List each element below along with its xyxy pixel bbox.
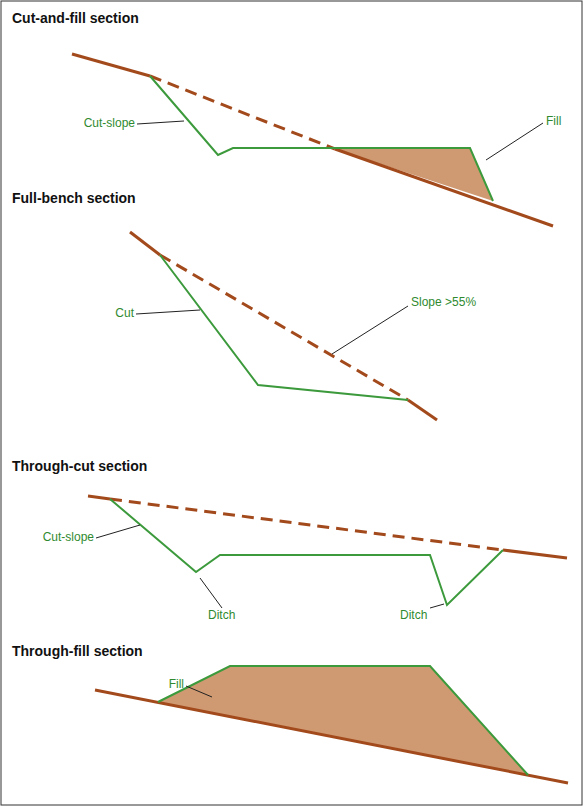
ground-line xyxy=(335,149,553,226)
ground-line xyxy=(72,54,150,76)
ground-line xyxy=(503,550,567,558)
part-label: Fill xyxy=(546,115,561,129)
leader-line xyxy=(137,121,184,124)
original-ground xyxy=(110,499,503,550)
section-title: Through-fill section xyxy=(12,643,143,659)
full-bench-figure xyxy=(130,232,437,420)
ground-line xyxy=(88,496,110,499)
part-label: Cut-slope xyxy=(43,531,94,545)
part-label: Slope >55% xyxy=(411,296,476,310)
road-profile xyxy=(160,255,408,400)
part-label: Ditch xyxy=(400,609,427,623)
leader-line xyxy=(136,310,200,314)
part-label: Fill xyxy=(169,678,184,692)
leader-line xyxy=(200,578,222,608)
section-title: Through-cut section xyxy=(12,458,147,474)
fill-area xyxy=(158,666,528,775)
part-label: Cut xyxy=(115,307,134,321)
original-ground xyxy=(150,76,335,149)
road-profile xyxy=(150,76,493,201)
part-label: Cut-slope xyxy=(84,117,135,131)
road-profile xyxy=(158,666,528,775)
leader-line xyxy=(332,306,408,354)
leader-line xyxy=(486,123,543,160)
ground-line xyxy=(95,690,568,783)
leader-line xyxy=(186,686,212,697)
road-profile xyxy=(110,499,503,605)
leader-line xyxy=(430,604,444,608)
ground-line xyxy=(408,400,437,420)
original-ground xyxy=(160,255,408,400)
leader-line xyxy=(96,525,140,538)
through-cut-figure xyxy=(88,496,567,608)
section-title: Cut-and-fill section xyxy=(12,10,139,26)
through-fill-figure xyxy=(95,666,568,783)
section-title: Full-bench section xyxy=(12,190,136,206)
part-label: Ditch xyxy=(208,609,235,623)
cut-and-fill-figure xyxy=(72,54,553,226)
ground-line xyxy=(130,232,160,255)
